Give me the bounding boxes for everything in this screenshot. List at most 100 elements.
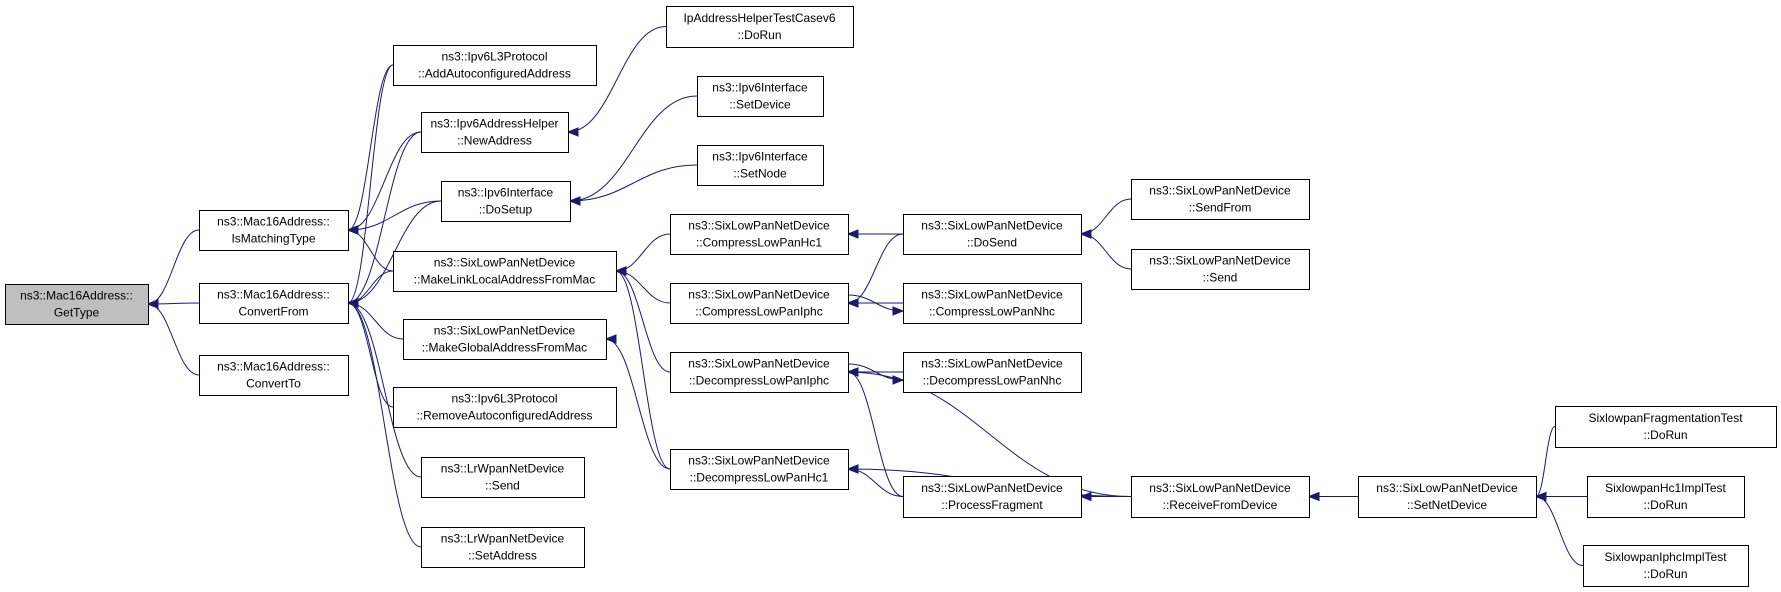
- node-label: ns3::SixLowPanNetDevice: [921, 219, 1063, 233]
- node-recvfromdev[interactable]: ns3::SixLowPanNetDevice::ReceiveFromDevi…: [1131, 476, 1310, 518]
- node-iphelpertest[interactable]: IpAddressHelperTestCasev6::DoRun: [666, 6, 854, 48]
- node-label: ns3::Ipv6L3Protocol: [451, 392, 557, 406]
- arrowhead: [346, 225, 359, 235]
- node-mklinklocal[interactable]: ns3::SixLowPanNetDevice::MakeLinkLocalAd…: [393, 251, 617, 292]
- node-label: ns3::Ipv6Interface: [712, 81, 808, 95]
- edge-decomphc1-to-mklinklocal: [615, 270, 671, 470]
- node-label: ns3::Ipv6Interface: [712, 150, 808, 164]
- node-iphctest[interactable]: SixlowpanIphcImplTest::DoRun: [1583, 545, 1749, 587]
- node-lrsend[interactable]: ns3::LrWpanNetDevice::Send: [421, 457, 585, 498]
- arrowhead: [146, 299, 159, 309]
- node-label: ::ProcessFragment: [941, 498, 1043, 512]
- node-box: [1555, 406, 1777, 448]
- node-mkglobal[interactable]: ns3::SixLowPanNetDevice::MakeGlobalAddre…: [403, 319, 607, 360]
- node-label: ns3::SixLowPanNetDevice: [1376, 481, 1518, 495]
- node-ipv6ifsetdevice[interactable]: ns3::Ipv6Interface::SetDevice: [697, 76, 824, 117]
- node-box: [903, 283, 1082, 324]
- edge-lrsend-to-convertfrom: [347, 302, 422, 478]
- edge-mklinklocal-to-convertfrom: [347, 270, 394, 304]
- node-convertfrom[interactable]: ns3::Mac16Address::ConvertFrom: [199, 283, 349, 324]
- node-decomphc1[interactable]: ns3::SixLowPanNetDevice::DecompressLowPa…: [670, 449, 849, 490]
- node-label: ns3::SixLowPanNetDevice: [921, 481, 1063, 495]
- node-label: ns3::SixLowPanNetDevice: [1149, 184, 1291, 198]
- node-label: ::DoSetup: [479, 203, 533, 217]
- node-decompnhc[interactable]: ns3::SixLowPanNetDevice::DecompressLowPa…: [903, 352, 1082, 393]
- node-send[interactable]: ns3::SixLowPanNetDevice::Send: [1131, 249, 1310, 290]
- edge-convertto-to-root: [147, 303, 200, 376]
- node-ipv6ifdosetup[interactable]: ns3::Ipv6Interface::DoSetup: [441, 181, 571, 222]
- edge-fragtest-to-setnetdev: [1535, 426, 1556, 497]
- node-label: ::CompressLowPanIphc: [695, 305, 822, 319]
- edges-layer: [146, 26, 1588, 566]
- node-label: ::DecompressLowPanNhc: [923, 374, 1062, 388]
- node-ipv6l3remove[interactable]: ns3::Ipv6L3Protocol::RemoveAutoconfigure…: [393, 387, 617, 428]
- node-label: ::CompressLowPanHc1: [696, 236, 822, 250]
- arrowhead: [614, 266, 627, 276]
- arrowhead: [1079, 491, 1092, 502]
- node-label: ns3::SixLowPanNetDevice: [921, 288, 1063, 302]
- node-label: ns3::SixLowPanNetDevice: [688, 219, 830, 233]
- node-label: SixlowpanHc1ImplTest: [1605, 481, 1726, 495]
- edge-recvfromdev-to-decompiphc: [847, 371, 1132, 497]
- node-fragtest[interactable]: SixlowpanFragmentationTest::DoRun: [1555, 406, 1777, 448]
- node-compnhc[interactable]: ns3::SixLowPanNetDevice::CompressLowPanN…: [903, 283, 1082, 324]
- arrowhead: [604, 334, 617, 344]
- edge-ipv6ifsetnode-to-ipv6ifdosetup: [569, 164, 698, 202]
- node-label: ns3::SixLowPanNetDevice: [688, 454, 830, 468]
- edge-mklinklocal-to-ismatching: [347, 229, 394, 272]
- node-label: ::SetNetDevice: [1407, 498, 1487, 512]
- arrowhead: [846, 229, 859, 239]
- node-label: IsMatchingType: [231, 232, 315, 246]
- arrowhead: [1534, 491, 1547, 502]
- node-ismatching[interactable]: ns3::Mac16Address::IsMatchingType: [199, 210, 349, 251]
- arrowhead: [1079, 229, 1092, 239]
- node-ipv6l3add[interactable]: ns3::Ipv6L3Protocol::AddAutoconfiguredAd…: [393, 45, 597, 86]
- node-box: [903, 476, 1082, 518]
- edge-iphelpertest-to-ipv6addrhelper: [567, 26, 667, 133]
- edge-send-to-dosend: [1080, 233, 1132, 270]
- node-label: SixlowpanFragmentationTest: [1588, 411, 1743, 425]
- node-box: [1131, 249, 1310, 290]
- edge-lrsetaddr-to-convertfrom: [347, 302, 422, 548]
- edge-dosend-to-compiphc: [847, 233, 904, 304]
- arrowhead: [1307, 491, 1320, 502]
- node-label: ::Send: [485, 479, 520, 493]
- node-setnetdev[interactable]: ns3::SixLowPanNetDevice::SetNetDevice: [1358, 476, 1537, 518]
- arrowhead: [846, 298, 859, 308]
- arrowhead: [568, 196, 581, 206]
- node-label: ::DoRun: [1643, 498, 1687, 512]
- node-comphc1[interactable]: ns3::SixLowPanNetDevice::CompressLowPanH…: [670, 214, 849, 255]
- node-sendfrom[interactable]: ns3::SixLowPanNetDevice::SendFrom: [1131, 179, 1310, 220]
- node-label: ::SendFrom: [1189, 201, 1252, 215]
- node-decompiphc[interactable]: ns3::SixLowPanNetDevice::DecompressLowPa…: [670, 352, 849, 393]
- node-label: ::DoRun: [1643, 428, 1687, 442]
- node-convertto[interactable]: ns3::Mac16Address::ConvertTo: [199, 355, 349, 396]
- node-label: IpAddressHelperTestCasev6: [683, 11, 835, 25]
- node-box: [1587, 476, 1745, 518]
- node-hc1test[interactable]: SixlowpanHc1ImplTest::DoRun: [1587, 476, 1745, 518]
- edge-ipv6l3add-to-convertfrom: [347, 64, 394, 304]
- node-box: [403, 319, 607, 360]
- arrowhead: [346, 298, 359, 308]
- node-box: [199, 355, 349, 396]
- node-box: [1131, 179, 1310, 220]
- edge-iphctest-to-setnetdev: [1535, 496, 1584, 566]
- node-label: ns3::Ipv6AddressHelper: [430, 117, 558, 131]
- node-root[interactable]: ns3::Mac16Address::GetType: [5, 284, 149, 325]
- node-label: ns3::SixLowPanNetDevice: [434, 256, 576, 270]
- node-procfrag[interactable]: ns3::SixLowPanNetDevice::ProcessFragment: [903, 476, 1082, 518]
- node-box: [903, 352, 1082, 393]
- node-label: ns3::Mac16Address::: [20, 289, 133, 303]
- node-lrsetaddr[interactable]: ns3::LrWpanNetDevice::SetAddress: [421, 527, 585, 568]
- node-ipv6addrhelper[interactable]: ns3::Ipv6AddressHelper::NewAddress: [421, 112, 569, 153]
- node-dosend[interactable]: ns3::SixLowPanNetDevice::DoSend: [903, 214, 1082, 255]
- node-label: ::DecompressLowPanIphc: [689, 374, 829, 388]
- edge-ipv6addrhelper-to-convertfrom: [347, 131, 422, 304]
- node-compiphc[interactable]: ns3::SixLowPanNetDevice::CompressLowPanI…: [670, 283, 849, 324]
- node-box: [441, 181, 571, 222]
- node-label: ns3::SixLowPanNetDevice: [1149, 254, 1291, 268]
- edge-ipv6l3remove-to-convertfrom: [347, 302, 394, 408]
- node-label: ns3::Mac16Address::: [217, 215, 330, 229]
- node-ipv6ifsetnode[interactable]: ns3::Ipv6Interface::SetNode: [697, 145, 824, 186]
